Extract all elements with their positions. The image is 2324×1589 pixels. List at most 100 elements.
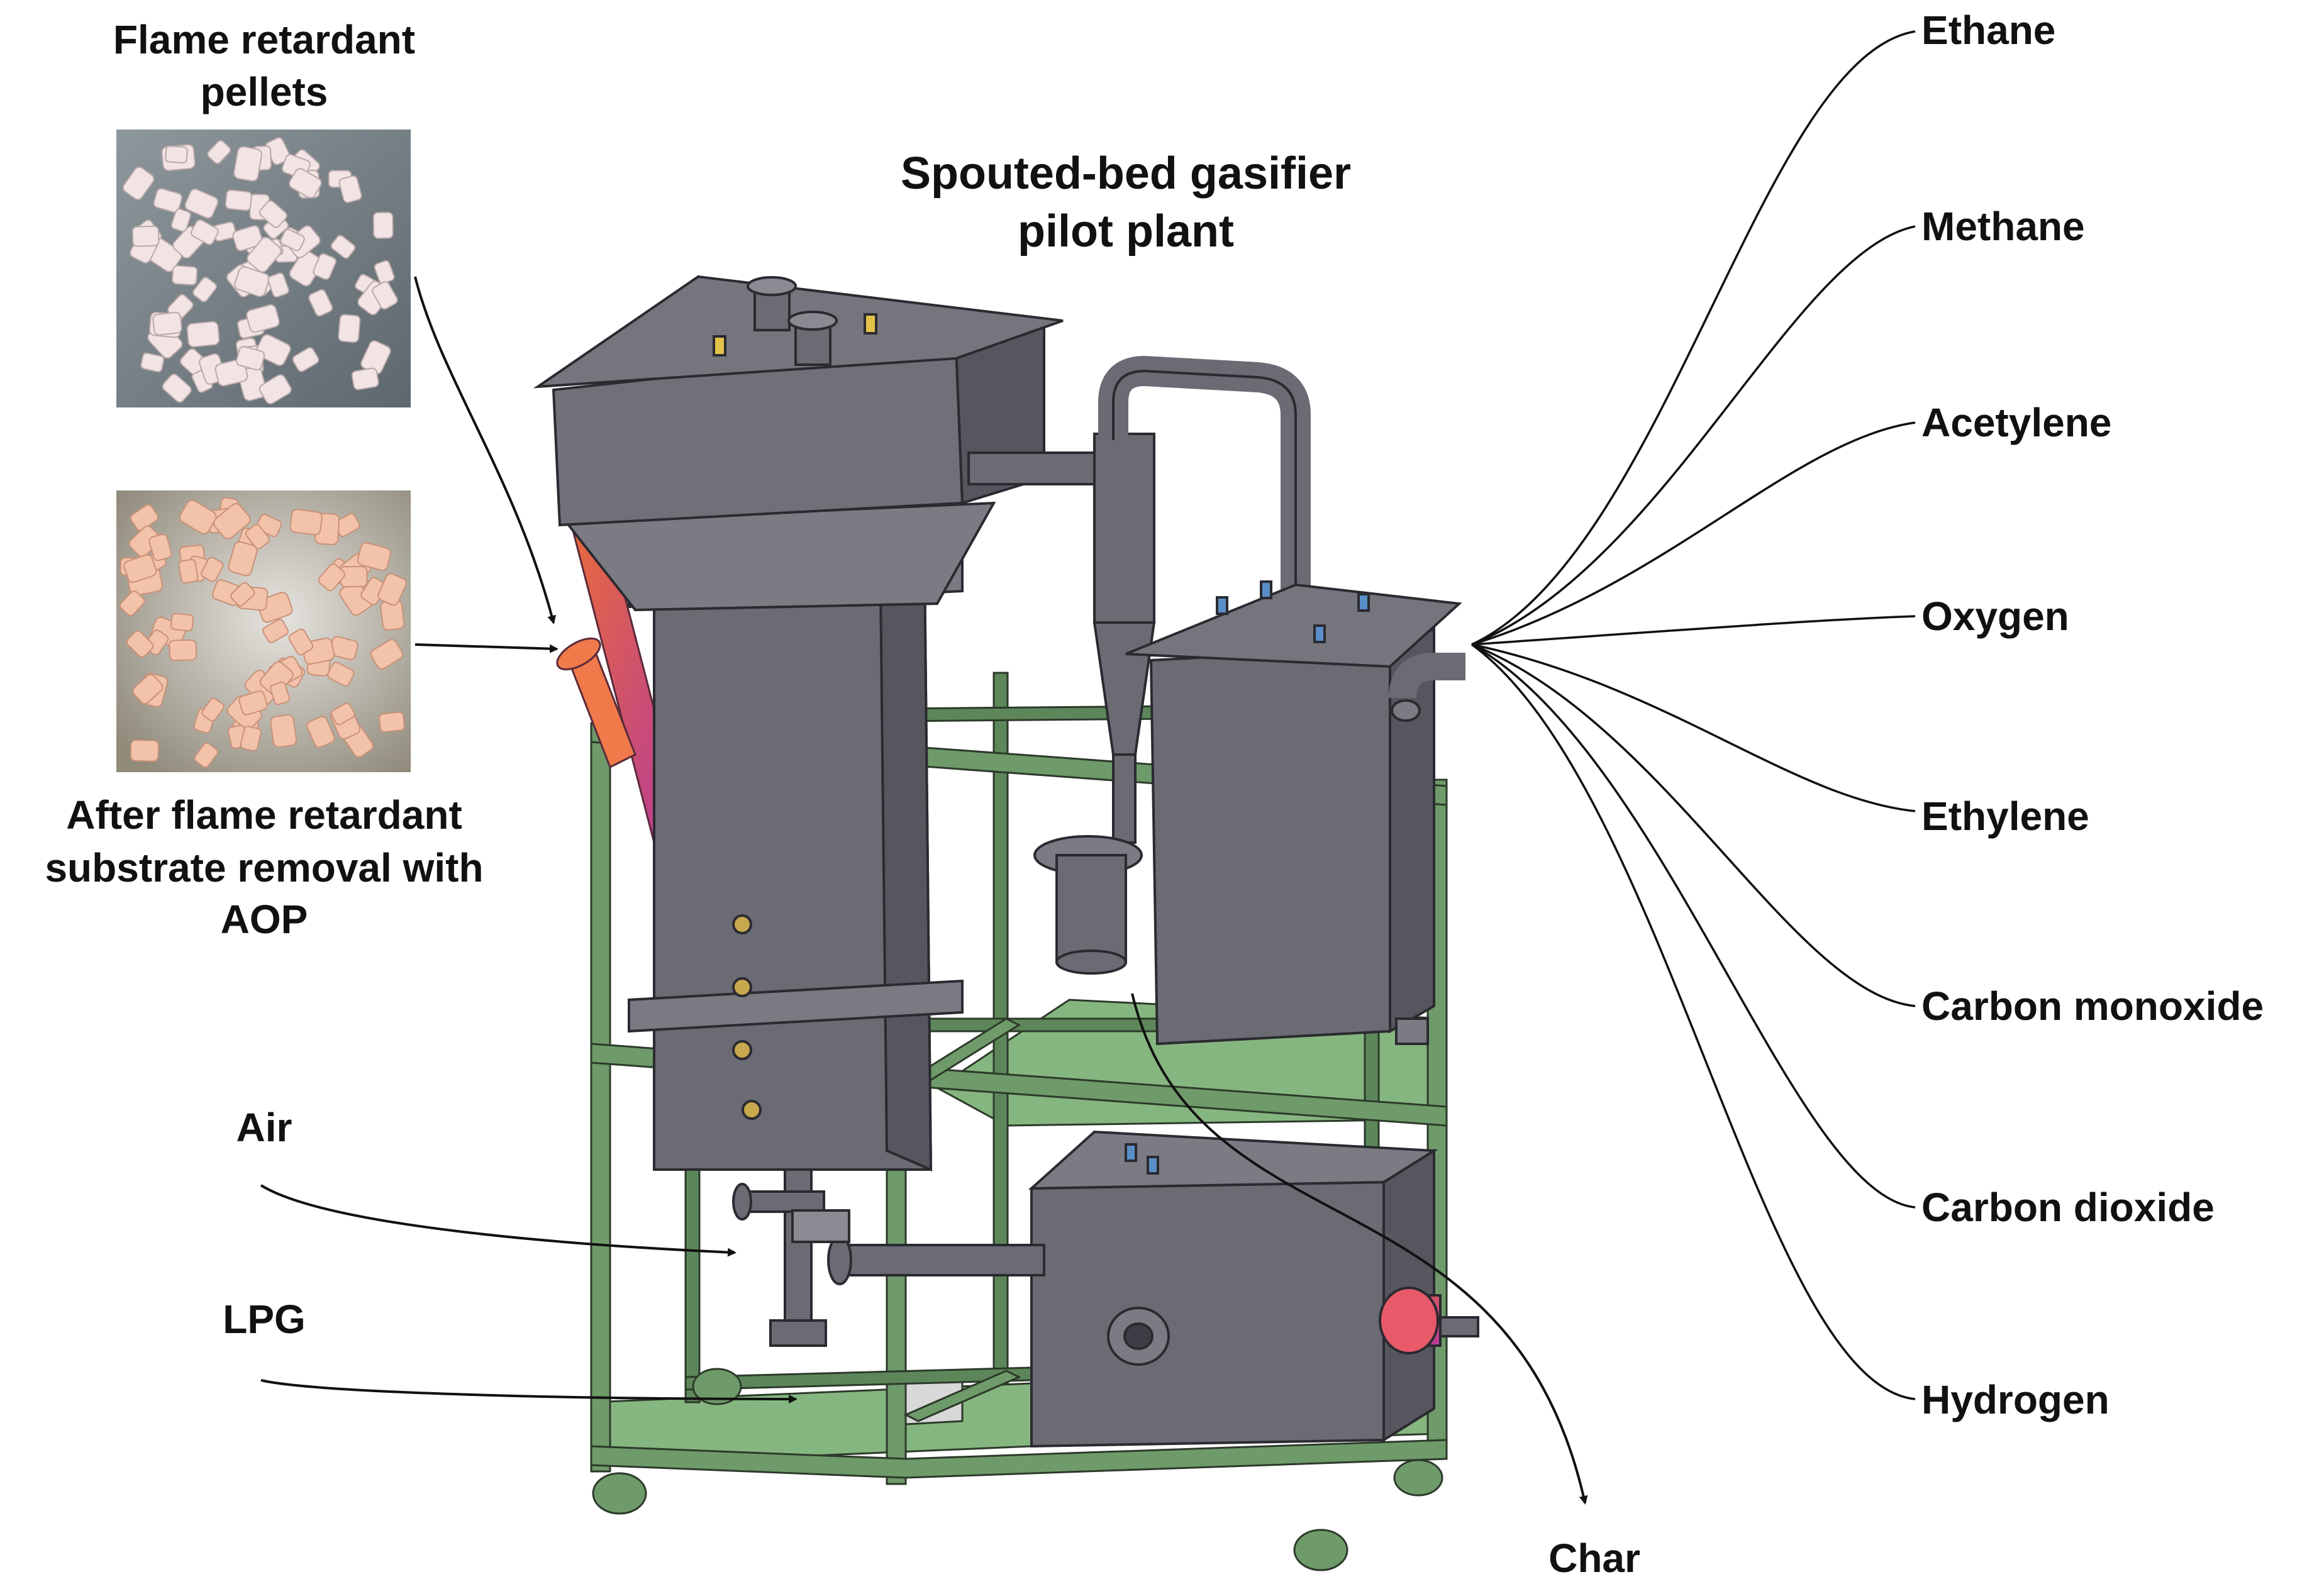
air-lpg-manifold — [732, 1168, 1045, 1347]
caster-wheels — [592, 1368, 1443, 1571]
pellet — [357, 542, 392, 571]
pellet — [179, 499, 217, 534]
treated-arrow — [414, 643, 559, 653]
pellet — [170, 208, 192, 232]
gas-label-hydrogen: Hydrogen — [1921, 1377, 2110, 1422]
pellet — [178, 558, 199, 584]
pellet — [140, 352, 165, 373]
treated-label-line2: substrate removal with — [45, 845, 483, 890]
pellet — [123, 554, 157, 583]
pellet — [280, 228, 305, 252]
pellet — [194, 742, 218, 768]
pellet — [327, 662, 355, 687]
supply-pipe — [835, 1244, 1045, 1276]
lpg-label: LPG — [223, 1297, 306, 1342]
pellet — [228, 541, 258, 577]
pellet — [165, 145, 188, 163]
vessel-lid — [1125, 583, 1462, 668]
pellet — [246, 304, 280, 333]
gas-label-ethane: Ethane — [1921, 8, 2055, 53]
pellet — [130, 739, 159, 762]
pellet — [162, 374, 192, 403]
pellet — [370, 639, 404, 670]
gas-product-lines — [1471, 30, 1916, 1400]
burner-sensors — [1125, 1143, 1159, 1175]
pellet — [288, 628, 314, 656]
pellets-arrow — [414, 276, 556, 624]
pellet — [247, 236, 282, 273]
vessel-lid-sensors — [1216, 580, 1370, 643]
pellets-label-line1: Flame retardant — [113, 17, 415, 62]
pellets-photo — [116, 130, 411, 407]
pellet — [267, 272, 289, 298]
pellet — [126, 630, 154, 658]
char-collector-bottom — [1055, 950, 1127, 975]
pellet — [330, 702, 355, 726]
pellet — [377, 573, 407, 606]
pellet — [259, 200, 287, 228]
peach-pellets — [120, 497, 407, 768]
gas-label-carbon-monoxide: Carbon monoxide — [1921, 983, 2264, 1029]
pellet — [338, 314, 361, 343]
pellet — [262, 619, 289, 643]
pellet — [308, 289, 333, 317]
lid-sensor-2 — [864, 313, 877, 335]
pellet — [289, 168, 322, 199]
diagram-title-line2: pilot plant — [1018, 206, 1234, 257]
burner-box — [1028, 1130, 1479, 1448]
gas-label-oxygen: Oxygen — [1921, 594, 2069, 639]
pellet — [270, 714, 297, 748]
column-mid-flange — [628, 979, 964, 1033]
pellet — [172, 265, 198, 286]
pellet — [292, 347, 320, 372]
treated-label-line1: After flame retardant — [66, 792, 462, 838]
char-label: Char — [1548, 1536, 1640, 1581]
lid-port-1-flange — [747, 276, 797, 296]
pellet — [245, 524, 270, 550]
pellet — [153, 187, 183, 213]
air-label: Air — [236, 1105, 292, 1150]
pellet — [378, 711, 405, 733]
pellet — [225, 189, 252, 211]
pellet — [259, 374, 292, 404]
wheel-back-right — [1393, 1459, 1443, 1497]
pellet — [131, 225, 160, 247]
air-inlet-pipe — [741, 1190, 825, 1213]
pellet — [235, 346, 265, 371]
gas-outlet-pipe — [967, 451, 1108, 485]
cyclone-cone — [1093, 621, 1156, 756]
pellet — [306, 716, 335, 748]
treated-pellets-photo — [116, 490, 411, 772]
gas-label-methane: Methane — [1921, 204, 2085, 249]
beam-low-front — [590, 1439, 1448, 1479]
white-pellets — [122, 137, 398, 404]
pellet — [184, 188, 219, 219]
manifold-bracket — [791, 1209, 850, 1243]
pellet — [152, 311, 182, 336]
treated-label-line3: AOP — [221, 897, 308, 942]
pellet — [270, 681, 291, 706]
pellet — [214, 358, 248, 387]
pellet — [201, 556, 224, 582]
gas-label-ethylene: Ethylene — [1921, 794, 2089, 839]
cyclone-body — [1093, 433, 1155, 624]
char-arrow — [1131, 993, 1588, 1505]
pellet — [207, 140, 231, 164]
pellet — [201, 697, 225, 722]
pellet — [148, 533, 172, 562]
pellet — [372, 281, 398, 310]
pellet — [238, 690, 268, 716]
gasifier-column — [533, 275, 1064, 1172]
pellet — [240, 726, 262, 751]
lpg-arrow — [260, 1379, 798, 1404]
pellets-label-line2: pellets — [201, 69, 328, 114]
pellet — [170, 612, 194, 632]
gas-cleaning-vessel — [1125, 580, 1465, 1046]
lpg-inlet-fitting — [769, 1319, 827, 1347]
pellet — [318, 563, 345, 592]
pellet — [192, 277, 217, 302]
gas-label-acetylene: Acetylene — [1921, 400, 2111, 445]
pellet — [132, 673, 164, 705]
pellet — [233, 146, 263, 182]
connector-lines — [260, 30, 1916, 1505]
